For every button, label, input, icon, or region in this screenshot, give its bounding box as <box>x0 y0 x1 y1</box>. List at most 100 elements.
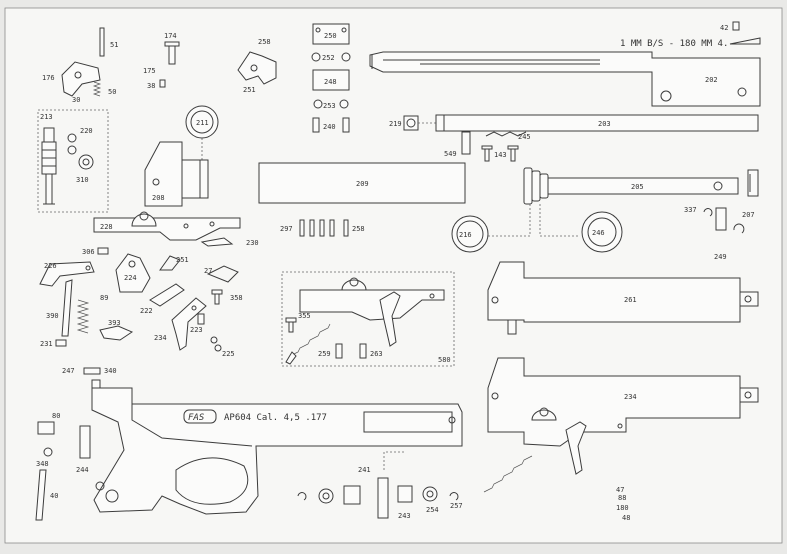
label-390: 390 <box>46 312 59 320</box>
dash-205-216 <box>470 204 531 237</box>
label-258b: 258 <box>352 225 365 233</box>
part-screw-355 <box>285 317 297 333</box>
part-sight <box>729 37 761 45</box>
label-224: 224 <box>124 274 137 282</box>
label-306: 306 <box>82 248 95 256</box>
part-pin-549 <box>461 131 471 155</box>
part-clip-337 <box>703 208 713 217</box>
label-30: 30 <box>72 96 80 104</box>
part-spring-50 <box>92 81 102 97</box>
part-393 <box>99 325 134 341</box>
label-393: 393 <box>108 319 121 327</box>
label-176: 176 <box>42 74 55 82</box>
brand-logo-text: FAS <box>188 413 205 423</box>
part-piston-205 <box>523 167 739 205</box>
part-pins-225 <box>210 336 222 352</box>
label-42: 42 <box>720 24 728 32</box>
part-42 <box>732 21 740 31</box>
label-223: 223 <box>190 326 203 334</box>
label-228: 228 <box>100 223 113 231</box>
spec-text: 1 MM B/S - 180 MM 4. <box>620 39 728 49</box>
part-washer-220b <box>67 145 77 155</box>
label-203: 203 <box>598 120 611 128</box>
part-washer-254 <box>422 486 438 502</box>
label-27: 27 <box>204 267 212 275</box>
label-252: 252 <box>322 54 335 62</box>
part-seal-246 <box>581 211 623 253</box>
part-nut-243 <box>397 485 413 503</box>
label-80: 80 <box>52 412 60 420</box>
label-47: 47 <box>616 486 624 494</box>
label-50: 50 <box>108 88 116 96</box>
label-208: 208 <box>152 194 165 202</box>
label-358: 358 <box>230 294 243 302</box>
label-241: 241 <box>358 466 371 474</box>
label-310: 310 <box>76 176 89 184</box>
part-pin-241 <box>377 477 389 519</box>
label-254: 254 <box>426 506 439 514</box>
part-pins-240 <box>312 117 350 133</box>
label-220: 220 <box>80 127 93 135</box>
part-spring-89 <box>76 299 90 334</box>
part-cap-207 <box>747 169 759 197</box>
label-263: 263 <box>370 350 383 358</box>
assembly-box-580 <box>281 271 455 367</box>
label-355: 355 <box>298 312 311 320</box>
part-seal-310 <box>78 154 94 170</box>
part-222 <box>149 283 185 307</box>
part-247 <box>83 367 101 375</box>
label-297: 297 <box>280 225 293 233</box>
label-259: 259 <box>318 350 331 358</box>
label-216: 216 <box>459 231 472 239</box>
label-246: 246 <box>592 229 605 237</box>
label-248: 248 <box>324 78 337 86</box>
label-261: 261 <box>624 296 637 304</box>
label-274: 251 <box>176 256 189 264</box>
part-pin-244 <box>79 425 91 459</box>
part-plate-248 <box>312 69 350 91</box>
label-549: 549 <box>444 150 457 158</box>
label-340: 340 <box>104 367 117 375</box>
assembly-box-213 <box>37 109 109 213</box>
part-pin-223 <box>197 313 205 325</box>
part-340 <box>91 379 101 389</box>
label-209: 209 <box>356 180 369 188</box>
part-washers-252 <box>311 52 351 62</box>
label-175: 175 <box>143 67 156 75</box>
part-pin-51 <box>99 27 105 57</box>
label-234b: 234 <box>624 393 637 401</box>
part-trigger-224 <box>115 253 151 293</box>
label-231: 231 <box>40 340 53 348</box>
part-27 <box>206 265 239 283</box>
label-230: 230 <box>246 239 259 247</box>
part-clip-257 <box>449 492 459 501</box>
label-247: 247 <box>62 367 75 375</box>
label-89: 89 <box>100 294 108 302</box>
part-washer-a <box>318 488 334 504</box>
part-seal-216 <box>451 215 489 253</box>
part-spring-245 <box>485 131 527 137</box>
part-screw-174 <box>164 41 180 65</box>
part-80 <box>37 421 55 435</box>
label-174: 174 <box>164 32 177 40</box>
label-180: 180 <box>616 504 629 512</box>
label-205: 205 <box>631 183 644 191</box>
label-244: 244 <box>76 466 89 474</box>
label-213: 213 <box>40 113 53 121</box>
label-202: 202 <box>705 76 718 84</box>
part-231 <box>55 339 67 347</box>
part-washer-348 <box>43 447 53 457</box>
label-207: 207 <box>742 211 755 219</box>
part-trigger-223 <box>171 297 207 351</box>
label-226: 226 <box>44 262 57 270</box>
label-40: 40 <box>50 492 58 500</box>
part-spring-230 <box>200 237 234 247</box>
part-274 <box>159 255 181 271</box>
part-washers-253 <box>313 99 349 109</box>
dash-241 <box>383 451 406 470</box>
part-cylinder-208 <box>144 141 209 207</box>
label-580: 580 <box>438 356 451 364</box>
label-249: 249 <box>714 253 727 261</box>
label-48: 48 <box>622 514 630 522</box>
